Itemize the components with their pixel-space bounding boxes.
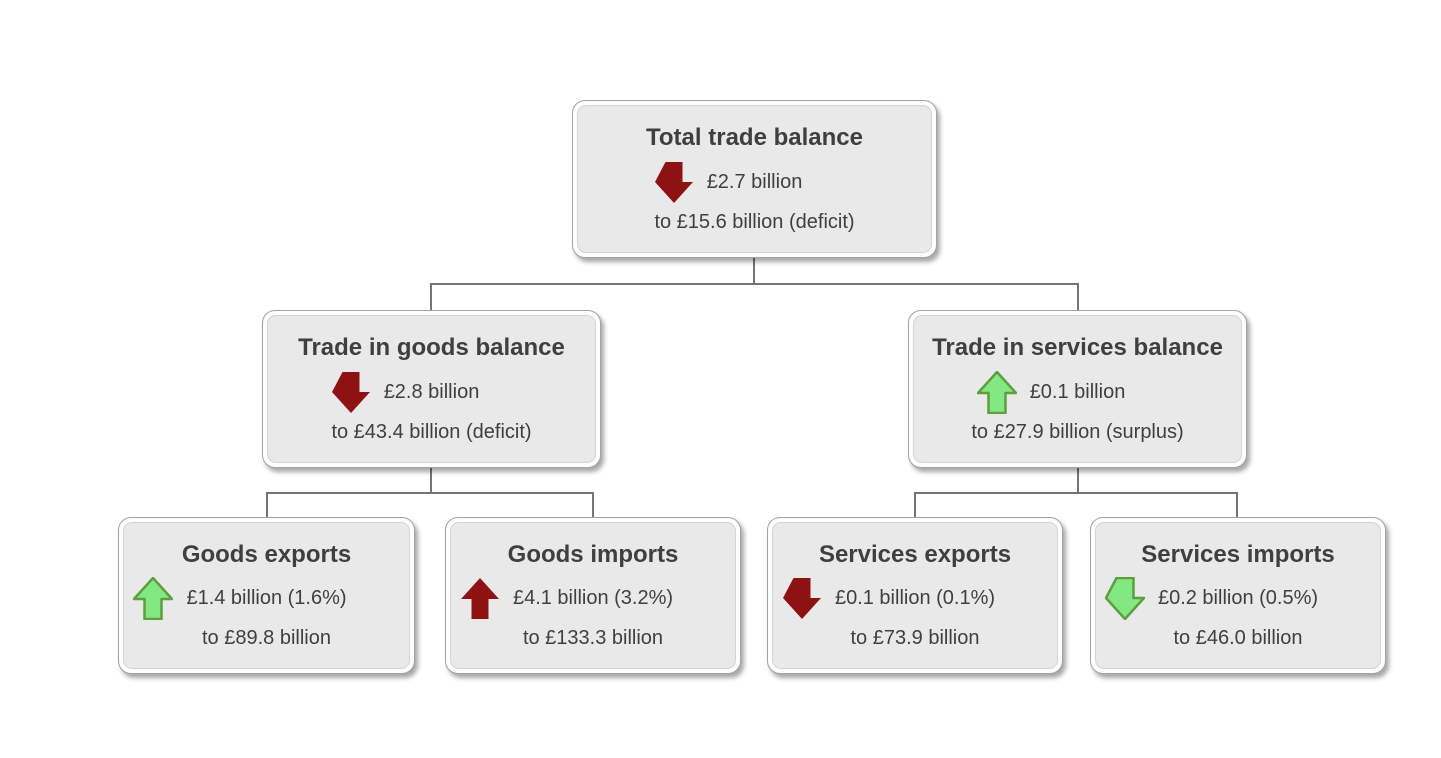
up-arrow-icon — [460, 577, 500, 620]
change-value: £2.8 billion — [383, 380, 480, 403]
change-value: £2.7 billion — [706, 170, 803, 193]
change-value: £0.1 billion (0.1%) — [834, 587, 996, 610]
change-row: £2.8 billion — [276, 371, 587, 414]
down-arrow-icon — [1104, 577, 1145, 621]
node-body: Services imports £0.2 billion (0.5%) to … — [1095, 522, 1381, 669]
level-value: to £15.6 billion (deficit) — [654, 210, 855, 233]
up-arrow-icon — [133, 577, 174, 621]
node-services-imports: Services imports £0.2 billion (0.5%) to … — [1090, 517, 1386, 674]
connector-line — [1236, 493, 1238, 518]
node-body: Services exports £0.1 billion (0.1%) to … — [772, 522, 1058, 669]
node-body: Goods exports £1.4 billion (1.6%) to £89… — [123, 522, 410, 669]
connector-line — [430, 466, 432, 493]
down-arrow-icon — [331, 371, 371, 414]
node-body: Total trade balance £2.7 billion to £15.… — [577, 105, 932, 253]
change-row: £1.4 billion (1.6%) — [132, 577, 401, 621]
level-value: to £46.0 billion — [1173, 627, 1303, 650]
connector-line — [1077, 466, 1079, 493]
up-arrow-icon — [976, 370, 1017, 414]
level-value: to £27.9 billion (surplus) — [971, 420, 1184, 443]
change-row: £2.7 billion — [586, 161, 923, 204]
node-goods-exports: Goods exports £1.4 billion (1.6%) to £89… — [118, 517, 415, 674]
level-value: to £43.4 billion (deficit) — [331, 420, 532, 443]
node-body: Goods imports £4.1 billion (3.2%) to £13… — [450, 522, 736, 669]
change-value: £0.2 billion (0.5%) — [1157, 587, 1319, 610]
level-value: to £89.8 billion — [202, 627, 331, 650]
connector-line — [1077, 284, 1079, 311]
node-body: Trade in goods balance £2.8 billion to £… — [267, 315, 596, 463]
change-row: £0.2 billion (0.5%) — [1104, 577, 1372, 621]
node-services-exports: Services exports £0.1 billion (0.1%) to … — [767, 517, 1063, 674]
node-title: Services imports — [1141, 540, 1335, 568]
node-goods-imports: Goods imports £4.1 billion (3.2%) to £13… — [445, 517, 741, 674]
change-value: £1.4 billion (1.6%) — [186, 587, 347, 610]
connector-line — [430, 284, 432, 311]
node-title: Services exports — [818, 540, 1012, 568]
connector-line — [753, 257, 755, 285]
down-arrow-icon — [782, 577, 822, 620]
node-title: Total trade balance — [646, 124, 863, 152]
connector-line — [430, 283, 1079, 285]
change-value: £0.1 billion — [1029, 380, 1126, 403]
node-trade-in-services-balance: Trade in services balance £0.1 billion t… — [908, 310, 1247, 468]
node-body: Trade in services balance £0.1 billion t… — [913, 315, 1242, 463]
change-value: £4.1 billion (3.2%) — [512, 587, 674, 610]
connector-line — [914, 493, 916, 518]
level-value: to £73.9 billion — [850, 627, 980, 650]
level-value: to £133.3 billion — [522, 627, 664, 650]
node-trade-in-goods-balance: Trade in goods balance £2.8 billion to £… — [262, 310, 601, 468]
connector-line — [592, 493, 594, 518]
connector-line — [266, 493, 268, 518]
change-row: £4.1 billion (3.2%) — [459, 577, 727, 620]
change-row: £0.1 billion (0.1%) — [781, 577, 1049, 620]
connector-line — [266, 492, 594, 494]
connector-line — [914, 492, 1238, 494]
node-title: Goods imports — [507, 540, 679, 568]
change-row: £0.1 billion — [922, 370, 1233, 414]
node-title: Trade in goods balance — [298, 334, 565, 362]
node-title: Goods exports — [181, 540, 352, 568]
node-title: Trade in services balance — [932, 334, 1223, 362]
down-arrow-icon — [654, 161, 694, 204]
node-total-trade-balance: Total trade balance £2.7 billion to £15.… — [572, 100, 937, 258]
